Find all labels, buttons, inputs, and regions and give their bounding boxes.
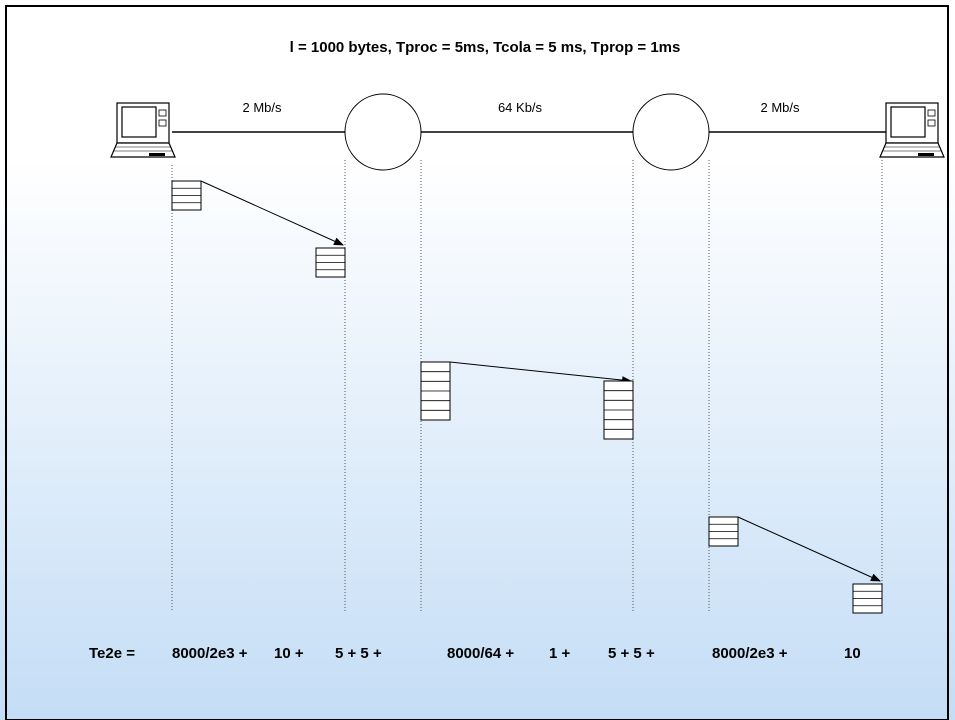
packet-hop2-received: [603, 380, 634, 440]
packet-hop1-received: [315, 247, 346, 278]
packet-hop3-received: [852, 583, 883, 614]
delay-formula: Te2e = 8000/2e3 + 10 + 5 + 5 + 8000/64 +…: [89, 645, 861, 662]
transmission-arrow-hop2: [449, 361, 632, 385]
router-2: [632, 93, 710, 171]
formula-label: Te2e =: [89, 645, 135, 662]
formula-term-1: 8000/2e3 +: [172, 645, 248, 662]
parameters-title: l = 1000 bytes, Tproc = 5ms, Tcola = 5 m…: [290, 39, 681, 56]
link-rate-3: 2 Mb/s: [760, 100, 800, 115]
packet-hop1-sent: [171, 180, 202, 211]
packet-hop3-sent: [708, 516, 739, 547]
formula-term-3: 5 + 5 +: [335, 645, 382, 662]
router-1: [344, 93, 422, 171]
formula-term-4: 8000/64 +: [447, 645, 514, 662]
link-rate-2: 64 Kb/s: [498, 100, 543, 115]
formula-term-8: 10: [844, 645, 861, 662]
formula-term-5: 1 +: [549, 645, 571, 662]
formula-term-7: 8000/2e3 +: [712, 645, 788, 662]
transmission-arrow-hop3: [737, 516, 881, 582]
formula-term-6: 5 + 5 +: [608, 645, 655, 662]
formula-term-2: 10 +: [274, 645, 304, 662]
slide-frame: [5, 5, 949, 720]
packet-hop2-sent: [420, 361, 451, 421]
destination-laptop-icon: [879, 102, 945, 158]
transmission-arrow-hop1: [200, 180, 344, 246]
source-laptop-icon: [110, 102, 176, 158]
link-rate-1: 2 Mb/s: [242, 100, 282, 115]
